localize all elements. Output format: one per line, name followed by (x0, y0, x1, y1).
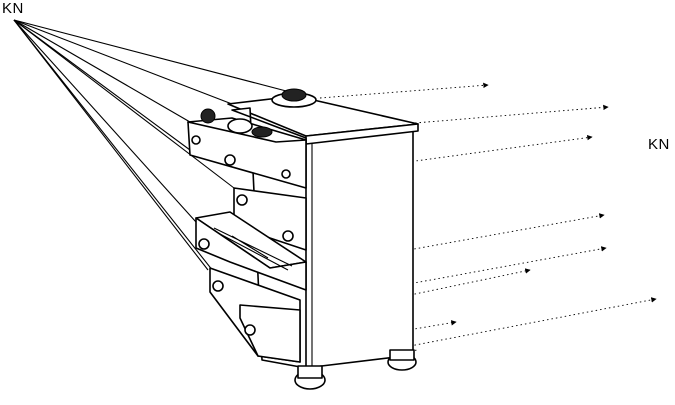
dotted-guide (414, 104, 609, 124)
convergence-line (13, 19, 197, 223)
dresser-side-panel (304, 129, 414, 369)
drawer-4-lower-front (239, 304, 301, 363)
drawer-3-knob-left (198, 238, 210, 250)
foot-front-left-stem (297, 365, 323, 379)
convergence-line (13, 19, 241, 306)
drawer-1-knob-far (281, 169, 291, 179)
convergence-line (13, 19, 191, 123)
convergence-line (13, 19, 235, 189)
drawer-1-content (200, 108, 216, 124)
vanishing-point-label-right: KN (648, 136, 670, 153)
drawer-2-knob-left (236, 194, 248, 206)
drawer-1-content-item (251, 126, 273, 138)
dotted-guide (304, 134, 593, 177)
drawer-4-knob-left (212, 280, 224, 292)
drawer-3-front (195, 217, 307, 291)
vanishing-point-label-left: KN (2, 0, 24, 17)
drawer-1-content-cup (227, 118, 253, 134)
dotted-guide (299, 320, 457, 349)
convergence-line (13, 19, 291, 93)
dotted-guide (319, 82, 489, 99)
drawer-1-knob-left (191, 135, 201, 145)
top-ornament (281, 88, 307, 102)
dotted-guide (409, 297, 657, 347)
dresser-illustration (187, 88, 419, 390)
convergence-line (13, 19, 209, 271)
drawer-1-knob-right (224, 154, 236, 166)
foot-back-right-stem (389, 349, 415, 361)
convergence-line (13, 19, 233, 105)
drawer-2-knob-right (282, 230, 294, 242)
drawer-3-contents (213, 227, 293, 271)
convergence-line (13, 19, 191, 151)
convergence-lines (13, 19, 291, 306)
dotted-guide (299, 268, 531, 319)
drawer-4-knob-right (244, 324, 256, 336)
